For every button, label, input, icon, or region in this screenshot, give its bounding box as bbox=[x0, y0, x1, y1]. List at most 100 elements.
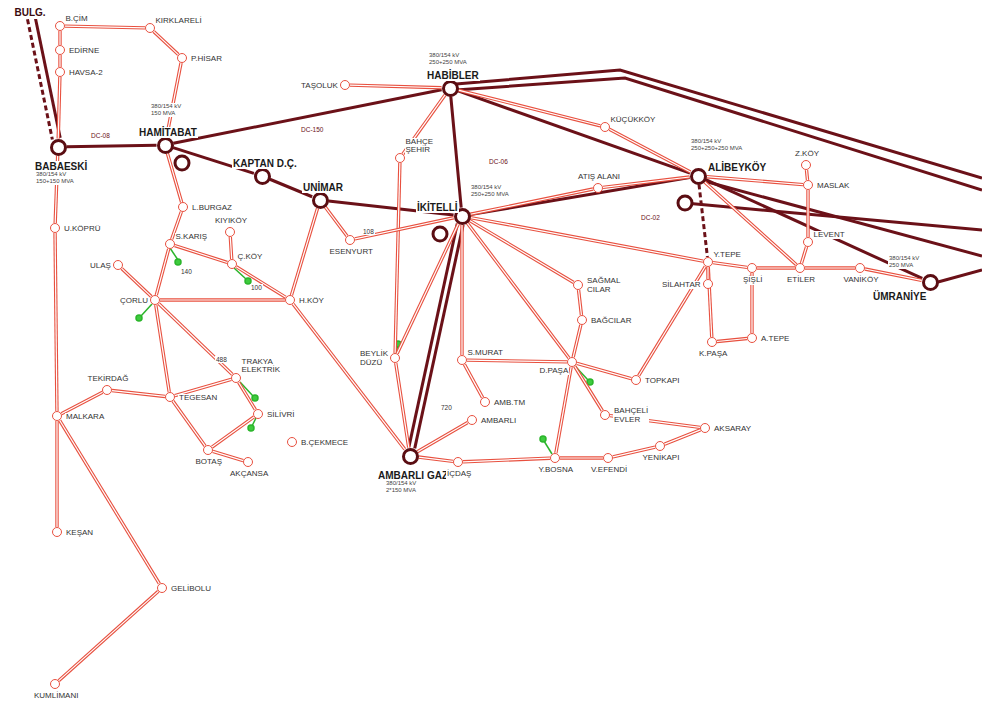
line-stroke bbox=[577, 363, 631, 378]
station-name: TRAKYA ELEKTRİK bbox=[241, 358, 282, 376]
transmission-line-154kv bbox=[462, 225, 463, 356]
line-stroke bbox=[409, 224, 457, 447]
line-stroke bbox=[156, 249, 168, 295]
generator-symbols bbox=[136, 248, 593, 454]
line-stroke bbox=[167, 153, 181, 202]
line-stroke bbox=[467, 223, 569, 358]
line-stroke bbox=[451, 96, 461, 207]
substation-node: SİLİVRİ bbox=[253, 409, 263, 419]
line-stroke bbox=[560, 456, 603, 459]
transmission-line-154kv bbox=[470, 218, 703, 262]
line-stroke bbox=[173, 401, 205, 446]
transmission-line bbox=[456, 70, 982, 178]
transmission-line-154kv bbox=[293, 304, 405, 449]
line-stroke bbox=[579, 290, 582, 315]
substation-node: Z.KÖY bbox=[801, 160, 811, 170]
line-code: DC-08 bbox=[90, 132, 111, 139]
station-name: MALKARA bbox=[65, 413, 105, 422]
substation-node: AMBARLI bbox=[467, 415, 477, 425]
station-name: ULAŞ bbox=[89, 262, 112, 271]
transmission-line-154kv bbox=[467, 223, 569, 358]
station-name: BULG. bbox=[15, 7, 46, 18]
rating-note: 380/154 kV bbox=[428, 52, 460, 59]
line-stroke bbox=[61, 392, 102, 413]
line-stroke bbox=[757, 267, 795, 268]
substation-node: UNİMAR bbox=[312, 192, 329, 209]
transmission-line bbox=[938, 270, 982, 282]
line-stroke bbox=[156, 305, 169, 392]
station-name: D.PAŞA bbox=[539, 367, 570, 376]
rating-note: 250 MVA bbox=[888, 262, 914, 269]
line-stroke bbox=[230, 237, 231, 259]
substation-node: P.HİSAR bbox=[177, 53, 187, 63]
station-name: ATIŞ ALANI bbox=[577, 173, 621, 182]
line-stroke bbox=[173, 401, 205, 446]
line-stroke bbox=[66, 145, 156, 147]
substation-node: H.KÖY bbox=[285, 295, 295, 305]
substation-node: HAMİTABAT bbox=[157, 137, 174, 154]
substation-symbol bbox=[175, 156, 189, 170]
line-stroke bbox=[175, 246, 227, 263]
line-stroke bbox=[159, 303, 233, 374]
line-stroke bbox=[59, 55, 60, 67]
substation-node: ETİLER bbox=[795, 263, 805, 273]
line-stroke bbox=[467, 223, 569, 358]
transmission-line-154kv bbox=[463, 458, 550, 462]
line-stroke bbox=[395, 163, 400, 353]
line-stroke bbox=[460, 225, 463, 356]
line-stroke bbox=[556, 367, 571, 453]
line-stroke bbox=[458, 90, 600, 126]
line-stroke bbox=[806, 170, 807, 180]
substation-symbol bbox=[678, 196, 692, 210]
station-name: U.KÖPRÜ bbox=[63, 225, 101, 234]
transmission-line-154kv bbox=[112, 391, 165, 397]
line-stroke bbox=[579, 290, 582, 315]
transmission-line-154kv bbox=[291, 208, 317, 295]
substation-node: D.PAŞA bbox=[567, 357, 577, 367]
line-stroke bbox=[717, 338, 747, 341]
line-stroke bbox=[355, 218, 454, 239]
line-stroke bbox=[154, 31, 179, 54]
line-stroke bbox=[639, 266, 706, 375]
line-stroke bbox=[417, 423, 467, 452]
substation-node: Ç.KÖY bbox=[227, 259, 237, 269]
transmission-line-154kv bbox=[355, 218, 454, 239]
line-stroke bbox=[236, 267, 286, 298]
line-stroke bbox=[325, 207, 347, 236]
substation-node: TEGESAN bbox=[165, 392, 175, 402]
substation-symbol bbox=[433, 227, 447, 241]
line-stroke bbox=[58, 77, 60, 139]
substation-node: ESENYURT bbox=[345, 235, 355, 245]
rating-note: 380/154 kV bbox=[385, 480, 417, 487]
transmission-line-154kv bbox=[556, 367, 571, 453]
line-stroke bbox=[65, 26, 145, 28]
line-stroke bbox=[807, 190, 808, 237]
line-stroke bbox=[577, 363, 631, 378]
line-stroke bbox=[806, 190, 809, 237]
station-name: KUMLİMANI bbox=[33, 692, 79, 701]
station-name: A.TEPE bbox=[760, 335, 790, 344]
transmission-line-154kv bbox=[350, 85, 442, 88]
transmission-line-154kv bbox=[757, 268, 795, 269]
substation-node: BABAESKİ bbox=[50, 139, 67, 156]
substation-node: S.MURAT bbox=[457, 355, 467, 365]
substation-node: YENİKAPI bbox=[655, 441, 665, 451]
rating-note: 150+150 MVA bbox=[35, 178, 75, 185]
line-stroke bbox=[112, 391, 165, 397]
transmission-line-154kv bbox=[175, 246, 227, 263]
substation-node: AMB.TM bbox=[480, 397, 490, 407]
line-stroke bbox=[467, 360, 567, 362]
line-stroke bbox=[350, 85, 442, 88]
station-name: TEGESAN bbox=[178, 394, 218, 403]
station-name: GELİBOLU bbox=[170, 585, 212, 594]
rating-note: 150 MVA bbox=[150, 110, 176, 117]
rating-note: 2*150 MVA bbox=[385, 487, 417, 494]
station-name: KEŞAN bbox=[65, 529, 94, 538]
line-stroke bbox=[293, 304, 405, 449]
line-stroke bbox=[58, 77, 60, 139]
substation-node: BAHÇELİ EVLER bbox=[600, 410, 610, 420]
substation-node: LEVENT bbox=[803, 237, 813, 247]
line-stroke bbox=[418, 457, 453, 461]
transmission-line-154kv bbox=[806, 170, 807, 180]
transmission-line-154kv bbox=[609, 129, 690, 172]
